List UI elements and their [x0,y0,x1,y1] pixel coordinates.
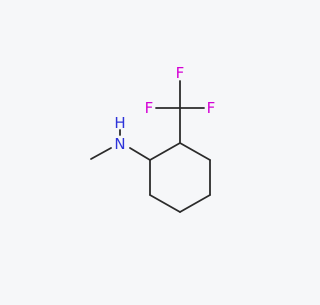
atom-fluorine-left: F [145,99,154,117]
ring-bond-5 [149,194,181,213]
diagram-background [0,0,300,300]
structure-diagram: N H F F F [0,0,300,300]
bond-nitrogen-ring [129,147,151,161]
atom-fluorine-right: F [207,99,216,117]
ring-bond-4 [179,194,211,213]
molecule-canvas: N H F F F [0,0,300,300]
atom-hydrogen: H [114,114,125,132]
bond-group [90,80,211,213]
ring-bond-1 [149,142,181,161]
atom-nitrogen: N [114,135,125,153]
atom-labels: N H F F F [114,64,215,153]
ring-bond-2 [179,142,211,161]
bond-methyl-nitrogen [90,147,112,160]
atom-fluorine-top: F [176,64,185,82]
